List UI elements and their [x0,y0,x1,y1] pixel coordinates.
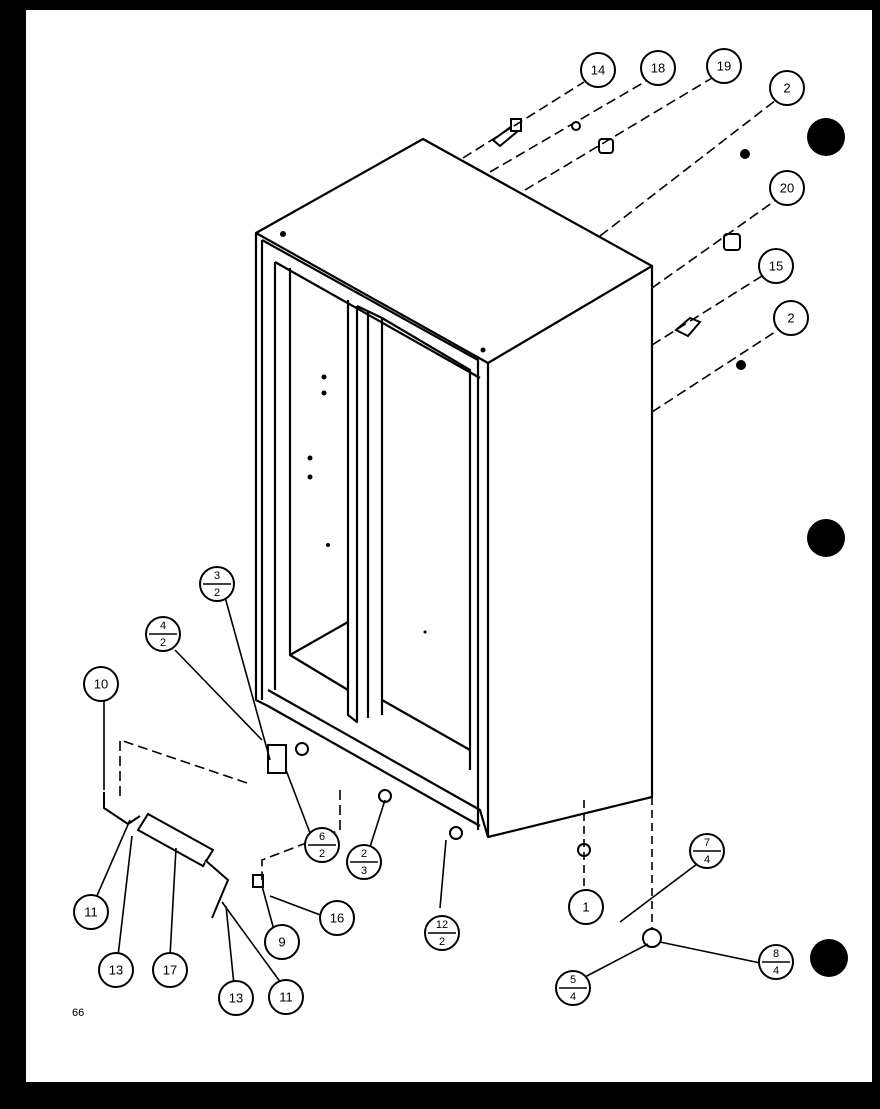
front-frame-top [261,239,480,830]
callout-label: 2 [787,311,794,326]
parts [103,118,750,948]
callout-2: 2 [769,70,805,106]
mullion-left [346,300,359,724]
callout-label: 2 [783,81,790,96]
part-2-nut [740,149,750,159]
fraction-bottom: 3 [361,865,367,877]
fraction-bottom: 4 [773,965,779,977]
fraction-bottom: 4 [704,854,710,866]
part-10-tube-right [204,859,230,919]
callout-10: 10 [83,666,119,702]
fraction-top: 6 [319,831,325,843]
callout-label: 17 [163,963,177,978]
cabinet-drawing [254,137,654,839]
callout-15: 15 [758,248,794,284]
front-frame-left [254,233,269,707]
binder-hole [807,118,845,156]
fraction-callout-2-3: 2 3 [346,844,382,880]
fresh-food-floor [381,699,471,751]
fraction-bottom: 2 [439,936,445,948]
fraction-callout-6-2: 6 2 [304,827,340,863]
page-number: 66 [72,1007,84,1019]
fraction-top: 8 [773,948,779,960]
callout-label: 15 [769,259,783,274]
fraction-bottom: 4 [570,991,576,1003]
callout-17: 17 [152,952,188,988]
callout-9: 9 [264,924,300,960]
callout-label: 13 [229,991,243,1006]
callout-14: 14 [580,52,616,88]
fraction-callout-7-4: 7 4 [689,833,725,869]
fraction-top: 7 [704,837,710,849]
fraction-top: 2 [361,848,367,860]
fraction-callout-4-2: 4 2 [145,616,181,652]
freezer-floor [289,654,349,691]
callout-13: 13 [98,952,134,988]
fraction-callout-5-4: 5 4 [555,970,591,1006]
callout-11: 11 [73,894,109,930]
part-5-roller [642,928,662,948]
paper [26,10,872,1082]
callout-label: 16 [330,911,344,926]
leader-lines [95,77,779,986]
fraction-bottom: 2 [160,637,166,649]
fresh-food-opening [381,317,472,770]
fraction-callout-12-2: 12 2 [424,915,460,951]
fraction-top: 5 [570,974,576,986]
callout-label: 11 [84,905,98,920]
cabinet-holes [280,231,486,634]
fraction-callout-group: 3 2 4 2 6 2 2 3 12 2 [145,566,794,1006]
hinge-bracket [267,744,287,774]
fraction-top: 3 [214,570,220,582]
fraction-top: 4 [160,620,166,632]
callout-label: 9 [278,935,285,950]
fraction-bottom: 2 [319,848,325,860]
top-edge [487,265,653,364]
cabinet-bottom [267,689,490,838]
cabinet-bottom-inner [267,705,481,827]
callout-2: 2 [773,300,809,336]
callout-label: 18 [651,61,665,76]
callout-1: 1 [568,889,604,925]
callout-group: 14 18 19 2 20 15 2 10 11 13 17 9 16 13 1… [73,48,809,1016]
callout-18: 18 [640,50,676,86]
callout-label: 20 [780,181,794,196]
part-10-tube-left [103,792,141,826]
callout-19: 19 [706,48,742,84]
callout-label: 1 [582,900,589,915]
fraction-callout-3-2: 3 2 [199,566,235,602]
part-15-bracket [674,316,702,338]
callout-label: 13 [109,963,123,978]
callout-label: 19 [717,59,731,74]
callout-13: 13 [218,980,254,1016]
callout-16: 16 [319,900,355,936]
binder-hole [807,519,845,557]
part-20-spacer [723,233,741,251]
front-frame-top-inner [274,261,481,379]
callout-11: 11 [268,979,304,1015]
part-19-spacer [598,138,614,154]
part-17-tube [136,812,215,868]
part-9-clip [252,874,264,888]
leveler [295,742,309,756]
callout-label: 10 [94,677,108,692]
fraction-top: 12 [436,919,448,931]
part-2-nut-b [736,360,746,370]
binder-hole [810,939,848,977]
callout-label: 11 [279,990,293,1005]
fraction-bottom: 2 [214,587,220,599]
callout-label: 14 [591,63,605,78]
fraction-callout-8-4: 8 4 [758,944,794,980]
callout-20: 20 [769,170,805,206]
leveler [449,826,463,840]
